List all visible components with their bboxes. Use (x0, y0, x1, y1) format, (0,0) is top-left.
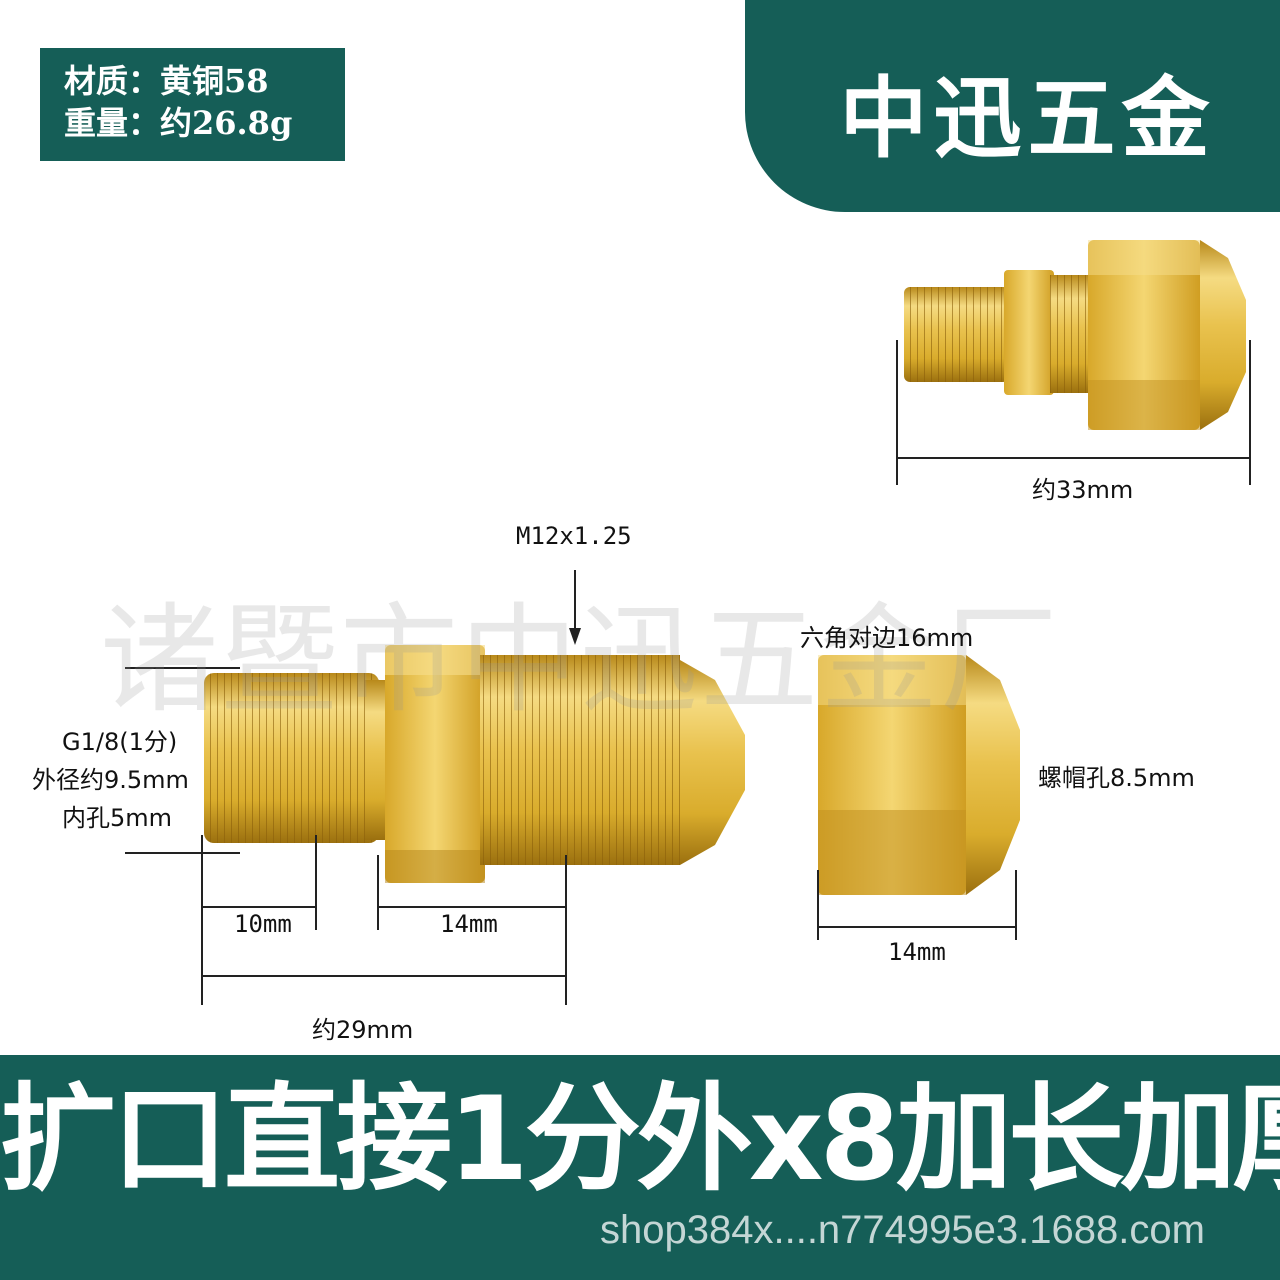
g-spec-line1: G1/8(1分) (62, 728, 178, 756)
total-len-label: 约29mm (312, 1016, 414, 1044)
thread-spec-label: M12x1.25 (516, 522, 632, 550)
nut-len-label: 14mm (888, 938, 946, 966)
fitting-nut (818, 655, 1020, 895)
fitting-assembly (904, 240, 1246, 430)
dimension-lines (125, 340, 1251, 1005)
fitting-main (204, 645, 745, 883)
len-b-label: 14mm (440, 910, 498, 938)
len-a-label: 10mm (234, 910, 292, 938)
hex-across-label: 六角对边16mm (800, 624, 974, 652)
brand-header: 中迅五金 (745, 0, 1280, 212)
shop-url: shop384x....n774995e3.1688.com (600, 1208, 1205, 1252)
g-spec-line3: 内孔5mm (62, 804, 173, 832)
assembly-len-label: 约33mm (1032, 476, 1134, 504)
spec-box: 材质：黄铜58 重量：约26.8g (40, 48, 345, 161)
product-title: 扩口直接1分外x8加长加厚 (0, 1072, 1280, 1207)
brand-name: 中迅五金 (839, 66, 1216, 170)
nut-hole-label: 螺帽孔8.5mm (1038, 764, 1195, 792)
material-label: 材质：黄铜58 (64, 62, 269, 100)
weight-label: 重量：约26.8g (64, 104, 293, 142)
g-spec-line2: 外径约9.5mm (32, 766, 189, 794)
title-banner (0, 1055, 1280, 1280)
